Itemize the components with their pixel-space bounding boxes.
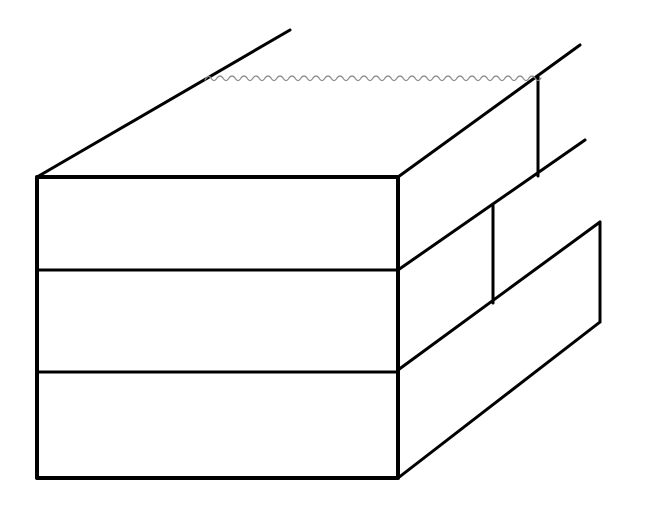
- front-face: [35, 175, 400, 480]
- bottom-side-edge: [396, 320, 602, 480]
- top-left-edge: [35, 28, 292, 179]
- wavy-top-edge: [204, 75, 542, 82]
- side-edge-lower: [396, 220, 602, 372]
- top-right-edge: [396, 43, 582, 179]
